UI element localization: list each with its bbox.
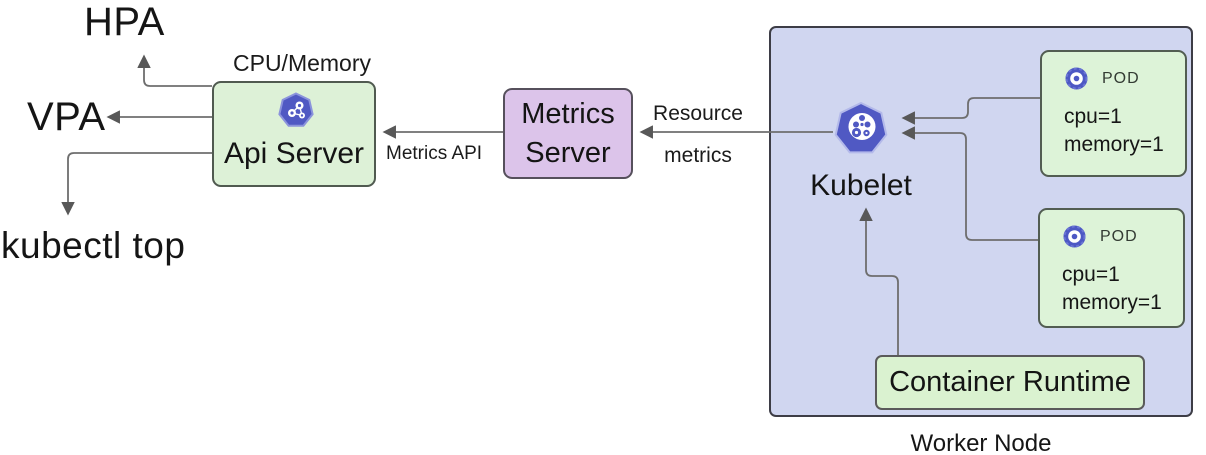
hpa-label: HPA [84, 0, 165, 44]
vpa-label: VPA [27, 95, 106, 139]
pod-node-2: POD cpu=1 memory=1 [1038, 208, 1185, 328]
container-runtime-label: Container Runtime [889, 366, 1131, 398]
edge-apiserver-to-hpa [137, 54, 212, 87]
cpu-memory-label: CPU/Memory [233, 50, 372, 76]
container-runtime-node: Container Runtime [875, 355, 1145, 410]
pod-title: POD [1102, 69, 1140, 87]
pod-cpu-value: cpu=1 [1062, 263, 1120, 286]
pod-icon [1062, 224, 1087, 249]
metrics-server-label-line2: Server [525, 136, 611, 169]
metrics-api-label: Metrics API [386, 143, 483, 164]
kubernetes-icon [277, 91, 315, 134]
pod-cpu-value: cpu=1 [1064, 105, 1122, 128]
api-server-node: Api Server [212, 81, 376, 187]
resource-metrics-label-line2: metrics [664, 144, 732, 167]
kubelet-label: Kubelet [810, 169, 912, 202]
kubectl-top-label: kubectl top [1, 225, 186, 266]
api-server-label: Api Server [223, 137, 365, 170]
pod-memory-value: memory=1 [1062, 291, 1162, 314]
metrics-server-label-line1: Metrics [521, 98, 615, 131]
pod-node-1: POD cpu=1 memory=1 [1040, 50, 1187, 177]
pod-memory-value: memory=1 [1064, 133, 1164, 156]
kubernetes-icon [832, 99, 890, 162]
worker-node-label: Worker Node [910, 430, 1052, 455]
kubelet-node: Kubelet [803, 99, 919, 203]
metrics-server-node: Metrics Server [503, 88, 633, 179]
edge-apiserver-to-kubectl [61, 152, 212, 216]
pod-title: POD [1100, 227, 1138, 245]
pod-icon [1064, 66, 1089, 91]
resource-metrics-label-line1: Resource [653, 102, 743, 125]
